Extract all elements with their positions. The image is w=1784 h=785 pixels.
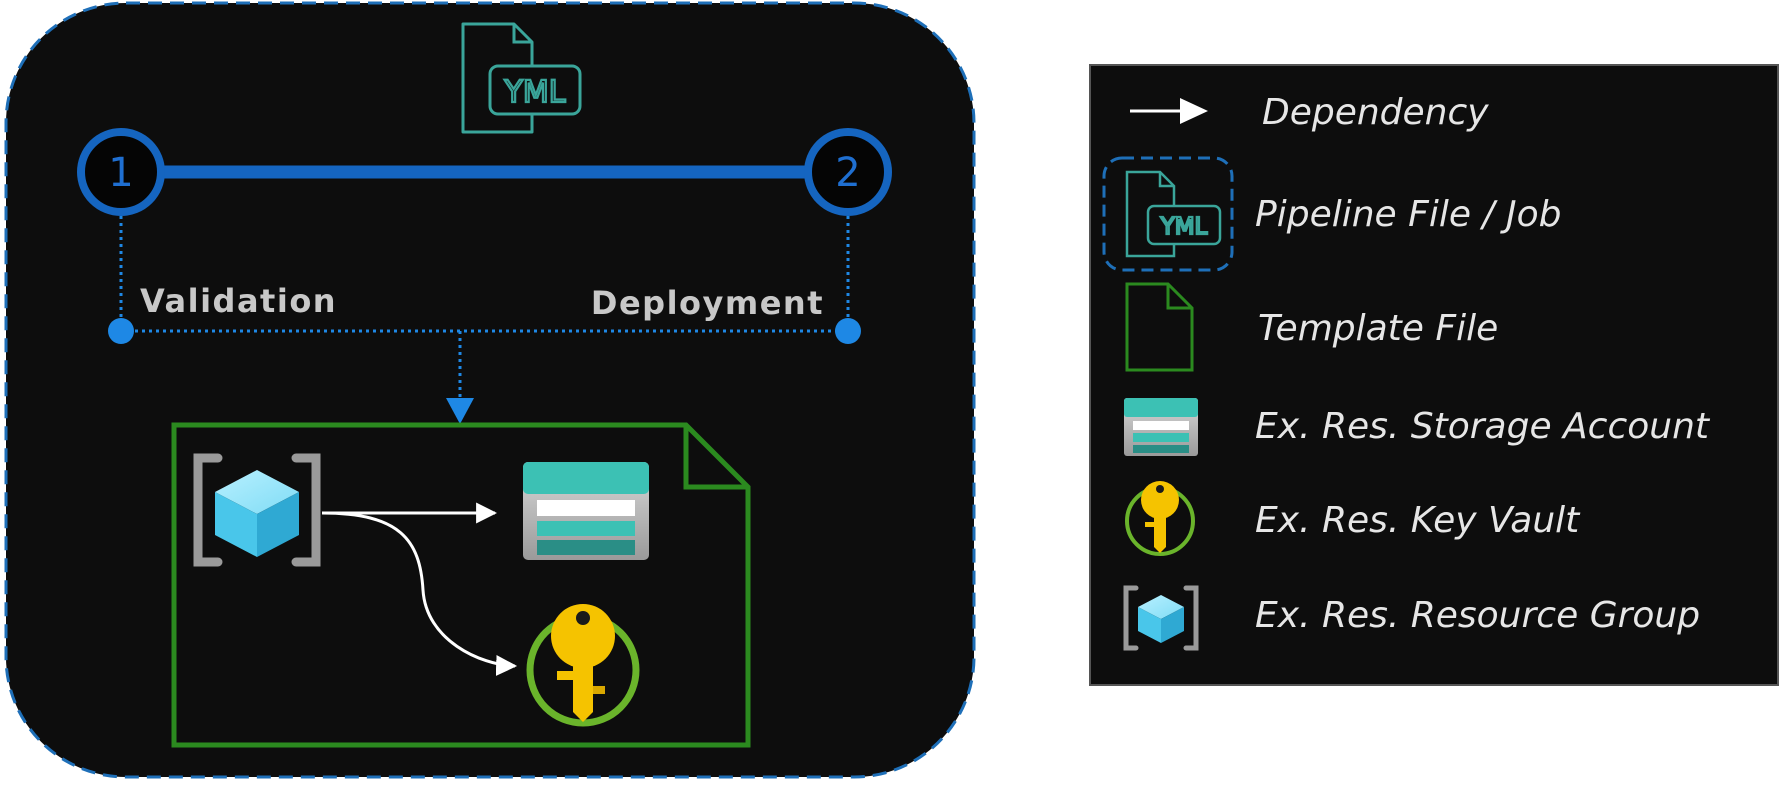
template-file-icon bbox=[1125, 282, 1194, 372]
dependency-arrow-keyvault bbox=[321, 511, 518, 676]
legend-item-resource-group: Ex. Res. Resource Group bbox=[1123, 585, 1700, 651]
stage-1-circle bbox=[77, 128, 165, 216]
yml-pipeline-icon: YML bbox=[1102, 156, 1234, 272]
stage-2-number: 2 bbox=[835, 150, 860, 196]
legend-label-dependency: Dependency bbox=[1262, 92, 1489, 133]
stage-1-label: Validation bbox=[140, 282, 337, 320]
arrow-icon bbox=[1130, 98, 1208, 124]
legend-label-keyvault: Ex. Res. Key Vault bbox=[1255, 500, 1581, 541]
legend-item-keyvault: Ex. Res. Key Vault bbox=[1125, 481, 1581, 556]
legend-label-template: Template File bbox=[1258, 308, 1498, 349]
deploy-target-arrow bbox=[446, 398, 474, 424]
yml-file-icon: YML bbox=[461, 22, 582, 134]
storage-account-icon bbox=[523, 462, 649, 560]
stage-1-number: 1 bbox=[108, 150, 133, 196]
legend-item-template: Template File bbox=[1125, 282, 1498, 372]
pipeline-panel: YML 1 Validation 2 Deployment bbox=[4, 1, 976, 779]
legend-item-dependency: Dependency bbox=[1130, 92, 1489, 133]
resource-group-icon bbox=[1123, 585, 1199, 651]
stage-2: 2 Deployment bbox=[591, 128, 892, 344]
template-file bbox=[171, 422, 751, 748]
stage-1: 1 Validation bbox=[77, 128, 337, 344]
storage-account-icon bbox=[1124, 398, 1198, 456]
legend-label-storage: Ex. Res. Storage Account bbox=[1255, 406, 1711, 447]
legend-panel: Dependency YML Pipeline File / Job Templ… bbox=[1089, 64, 1779, 686]
key-vault-icon bbox=[526, 604, 640, 727]
key-vault-icon bbox=[1125, 481, 1195, 556]
legend-label-resource-group: Ex. Res. Resource Group bbox=[1255, 595, 1700, 636]
stage-2-circle bbox=[804, 128, 892, 216]
legend-item-pipeline: YML Pipeline File / Job bbox=[1102, 156, 1562, 272]
legend-yml-badge: YML bbox=[1160, 214, 1208, 240]
stage-2-label: Deployment bbox=[591, 284, 824, 322]
yml-file-badge: YML bbox=[504, 75, 566, 110]
legend-label-pipeline: Pipeline File / Job bbox=[1255, 194, 1562, 235]
legend-item-storage: Ex. Res. Storage Account bbox=[1124, 398, 1711, 456]
resource-group-icon bbox=[193, 453, 321, 567]
pipeline-panel-border bbox=[4, 1, 976, 779]
legend-panel-bg bbox=[1089, 64, 1779, 686]
